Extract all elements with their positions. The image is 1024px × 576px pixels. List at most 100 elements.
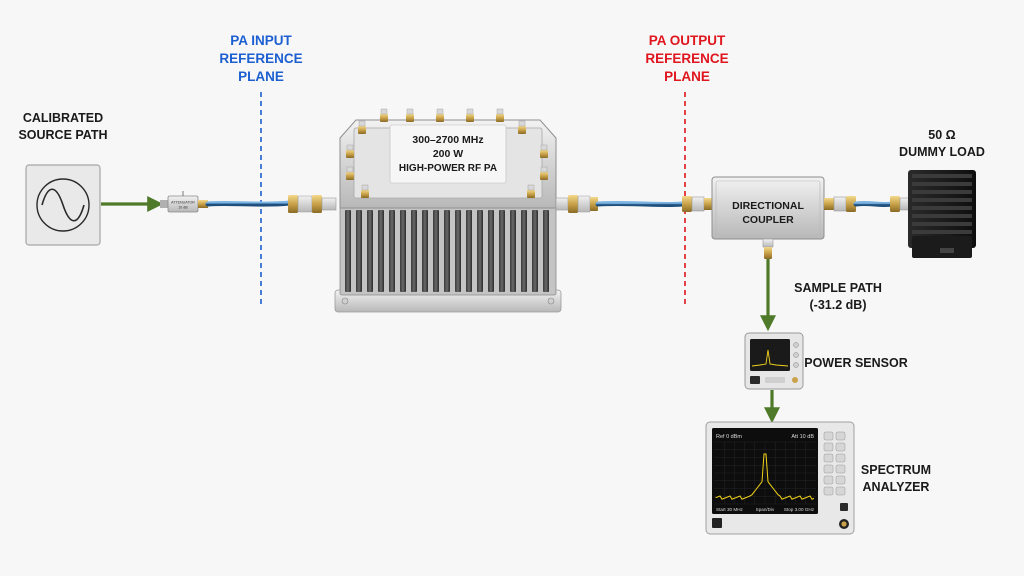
sma-connector — [466, 108, 474, 122]
heatsink-fin — [400, 210, 406, 292]
pa-output-plane-line1: PA OUTPUT — [648, 33, 726, 48]
output-cable — [595, 200, 685, 208]
analyzer-attenuation: Att 10 dB — [791, 434, 814, 440]
analyzer-key — [823, 486, 834, 496]
power-sensor — [744, 332, 804, 390]
pa-input-plane-line1: PA INPUT — [230, 33, 292, 48]
heatsink-fin — [422, 210, 428, 292]
spectrum-analyzer: Ref 0 dBm Att 10 dB Start 30 MHz Span/Di… — [705, 421, 855, 535]
sma-connector — [406, 108, 414, 122]
analyzer-key — [823, 475, 834, 485]
heatsink-fin — [499, 210, 505, 292]
sma-connector — [527, 184, 535, 198]
analyzer-ref-level: Ref 0 dBm — [716, 434, 742, 440]
sample-path-label: SAMPLE PATH (-31.2 dB) — [794, 280, 882, 314]
input-cable — [205, 200, 293, 207]
spectrum-analyzer-label-line2: ANALYZER — [862, 479, 930, 494]
heatsink-fin — [455, 210, 461, 292]
analyzer-start-freq: Start 30 MHz — [716, 507, 744, 512]
dummy-load-label-line1: 50 Ω — [928, 128, 956, 142]
analyzer-stop-freq: Stop 3.00 GHz — [784, 507, 815, 512]
heatsink-fin — [356, 210, 362, 292]
sma-connector — [346, 144, 354, 158]
sma-connector — [540, 166, 548, 180]
directional-coupler: DIRECTIONAL COUPLER — [711, 176, 825, 259]
sma-connector — [518, 120, 526, 134]
coupler-label-line2: COUPLER — [742, 214, 794, 226]
pa-output-plane-line3: PLANE — [664, 69, 710, 85]
dummy-load-label-line2: DUMMY LOAD — [899, 144, 985, 159]
pa-output-plane-label: PA OUTPUT REFERENCE PLANE — [645, 32, 728, 87]
pa-heatsink-fins — [345, 210, 549, 292]
analyzer-key — [823, 453, 834, 463]
load-fin — [912, 174, 972, 178]
pa-frequency-label: 300–2700 MHz — [412, 134, 483, 146]
analyzer-keypad — [823, 431, 846, 496]
load-fin — [912, 190, 972, 194]
heatsink-fin — [532, 210, 538, 292]
sensor-spectrum-trace — [751, 349, 789, 367]
sma-connector — [496, 108, 504, 122]
power-sensor-label: POWER SENSOR — [804, 355, 908, 372]
calibrated-source — [25, 164, 101, 246]
analyzer-key — [823, 431, 834, 441]
spectrum-analyzer-label: SPECTRUM ANALYZER — [861, 462, 931, 496]
dummy-load-label: 50 Ω DUMMY LOAD — [899, 127, 985, 161]
sample-path-label-line1: SAMPLE PATH — [794, 281, 882, 295]
source-label-line1: CALIBRATED — [22, 111, 104, 125]
analyzer-center-label: Span/Div — [756, 507, 775, 512]
analyzer-key — [835, 442, 846, 452]
analyzer-spectrum-trace — [715, 453, 815, 500]
high-power-rf-pa: 300–2700 MHz 200 W HIGH-POWER RF PA — [334, 108, 562, 313]
analyzer-key — [835, 464, 846, 474]
source-label: CALIBRATED SOURCE PATH — [18, 110, 107, 144]
analyzer-key — [835, 453, 846, 463]
sma-connector — [361, 184, 369, 198]
coupler-label-line1: DIRECTIONAL — [732, 200, 804, 212]
heatsink-fin — [444, 210, 450, 292]
pa-side-connectors — [346, 108, 548, 198]
pa-power-label: 200 W — [433, 148, 463, 160]
heatsink-fin — [488, 210, 494, 292]
heatsink-fin — [477, 210, 483, 292]
analyzer-key — [835, 475, 846, 485]
sma-connector — [436, 108, 444, 122]
analyzer-key — [835, 486, 846, 496]
analyzer-screen-grid — [714, 441, 816, 505]
load-fin — [912, 222, 972, 226]
heatsink-fin — [389, 210, 395, 292]
heatsink-fin — [521, 210, 527, 292]
heatsink-fin — [345, 210, 351, 292]
heatsink-fin — [543, 210, 549, 292]
spectrum-analyzer-label-line1: SPECTRUM — [860, 463, 932, 477]
load-fin — [912, 198, 972, 202]
pa-input-plane-label: PA INPUT REFERENCE PLANE — [219, 32, 302, 87]
dummy-load-fins — [912, 174, 972, 234]
load-fin — [912, 214, 972, 218]
coupler-input-connector — [682, 196, 712, 212]
load-fin — [912, 182, 972, 186]
load-fin — [912, 206, 972, 210]
heatsink-fin — [378, 210, 384, 292]
attenuator-value: 10 dB — [178, 206, 188, 210]
heatsink-fin — [466, 210, 472, 292]
heatsink-fin — [367, 210, 373, 292]
attenuator-label: ATTENUATOR — [171, 201, 195, 205]
heatsink-fin — [433, 210, 439, 292]
source-label-line2: SOURCE PATH — [18, 127, 108, 142]
sample-path-label-line2: (-31.2 dB) — [809, 297, 867, 312]
pa-input-connector — [288, 195, 337, 213]
coupler-output-connector — [824, 196, 856, 212]
attenuator: ATTENUATOR 10 dB — [160, 191, 208, 213]
heatsink-fin — [411, 210, 417, 292]
power-sensor-label-text: POWER SENSOR — [804, 356, 908, 370]
analyzer-key — [835, 431, 846, 441]
logo-icon — [712, 518, 722, 528]
sma-connector — [358, 120, 366, 134]
pa-input-plane-line2: REFERENCE — [219, 51, 303, 67]
sma-connector — [346, 166, 354, 180]
pa-output-plane-line2: REFERENCE — [645, 51, 729, 67]
pa-input-plane-line3: PLANE — [238, 69, 284, 85]
sma-connector — [540, 144, 548, 158]
